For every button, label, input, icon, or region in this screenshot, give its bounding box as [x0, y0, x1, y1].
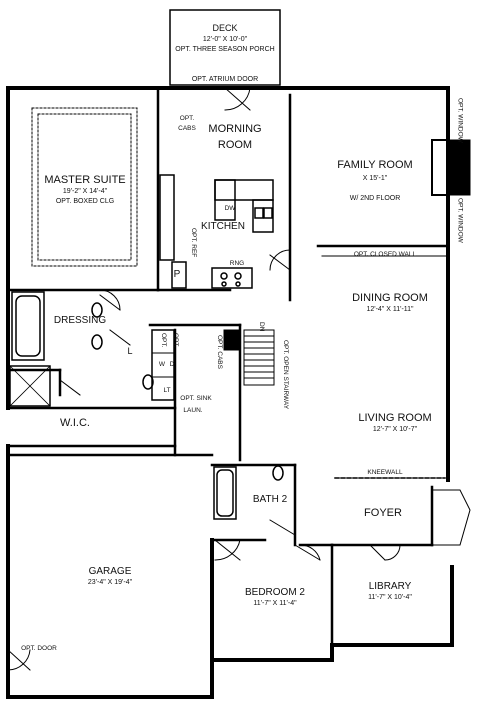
garage-dims: 23'-4" X 19'-4": [87, 579, 133, 586]
library-dims: 11'-7" X 10'-4": [368, 594, 412, 601]
opt-cabs-label: OPT.: [179, 115, 195, 122]
stairway: [151, 329, 275, 401]
opt-window-label-1: OPT. WINDOW: [456, 98, 464, 143]
deck-outline: [169, 9, 281, 86]
fireplace: [431, 139, 449, 196]
kneewall-label: KNEEWALL: [367, 469, 403, 476]
opt-door-label: OPT. DOOR: [21, 645, 57, 652]
dressing-label: DRESSING: [53, 315, 107, 326]
deck-dims: 12'-0" X 10'-0": [202, 36, 248, 43]
pantry-label: P: [173, 269, 181, 280]
dining-room-dims: 12'-4" X 11'-11": [366, 306, 414, 313]
kitchen-label: KITCHEN: [201, 221, 245, 232]
foyer-label: FOYER: [364, 507, 402, 519]
master-suite-label: MASTER SUITE: [44, 174, 126, 186]
master-suite-dims: 19'-2" X 14'-4": [62, 188, 108, 195]
library-label: LIBRARY: [368, 581, 412, 592]
master-suite-note: OPT. BOXED CLG: [55, 198, 115, 205]
dining-room-label: DINING ROOM: [352, 292, 428, 304]
opt-label-2: OPT.: [172, 333, 179, 348]
opt-open-stairway-label: OPT. OPEN STAIRWAY: [282, 340, 289, 410]
morning-room-label-2: ROOM: [217, 139, 253, 151]
deck-label: DECK: [212, 23, 238, 33]
lt-label: LT: [163, 387, 171, 394]
bedroom2-dims: 11'-7" X 11'-4": [253, 600, 297, 607]
garage-label: GARAGE: [88, 566, 132, 577]
bedroom2-label: BEDROOM 2: [244, 587, 305, 598]
bath2-label: BATH 2: [252, 494, 288, 505]
family-room-note: W/ 2ND FLOOR: [349, 195, 401, 202]
family-room-label: FAMILY ROOM: [337, 159, 413, 171]
rng-label: RNG: [229, 260, 245, 267]
dryer-label: D: [169, 361, 175, 368]
family-room-dims: X 15'-1": [362, 175, 388, 182]
opt-cabs-label-2: CABS: [178, 125, 196, 132]
bath-fixtures: [9, 291, 284, 520]
boxed-ceiling: [31, 107, 138, 267]
deck-note: OPT. THREE SEASON PORCH: [175, 46, 275, 53]
interior-walls: [6, 86, 450, 647]
door-swings: [7, 87, 471, 671]
laun-label: LAUN.: [183, 407, 203, 414]
opt-window-label-2: OPT. WINDOW: [456, 198, 464, 243]
dn-label: DN: [258, 322, 265, 332]
living-room-dims: 12'-7" X 10'-7": [372, 426, 418, 433]
dw-label: DW: [224, 205, 236, 212]
kitchen-counters: [159, 174, 274, 289]
atrium-label: OPT. ATRIUM DOOR: [191, 76, 259, 83]
living-room-label: LIVING ROOM: [358, 412, 432, 424]
opt-label-1: OPT.: [160, 333, 167, 348]
opt-sink-label: OPT. SINK: [180, 395, 212, 402]
wic-label: W.I.C.: [60, 417, 90, 429]
closet-l-label: L: [127, 346, 133, 356]
opt-closed-wall-label: OPT. CLOSED WALL: [353, 251, 417, 258]
opt-ref-label: OPT. REF: [190, 228, 197, 258]
morning-room-label: MORNING: [208, 123, 262, 135]
opt-cabs-vertical-label: OPT. CABS: [216, 335, 223, 369]
washer-label: W: [158, 361, 166, 368]
